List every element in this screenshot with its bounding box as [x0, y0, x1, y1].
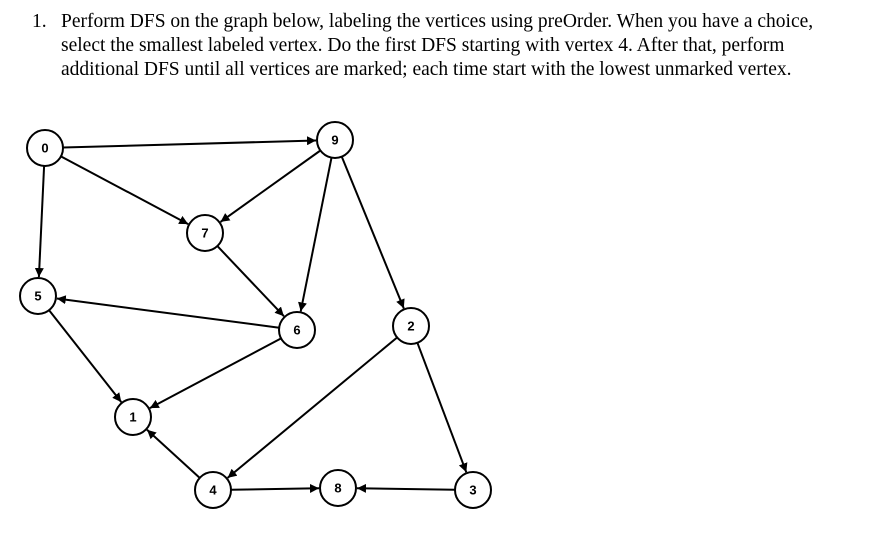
- edge-0-to-7: [60, 155, 189, 225]
- vertex-2: 2: [392, 307, 430, 345]
- vertex-circle: [114, 398, 152, 436]
- vertex-circle: [278, 311, 316, 349]
- vertex-9: 9: [316, 121, 354, 159]
- vertex-label: 1: [129, 410, 136, 425]
- vertex-label: 5: [34, 289, 41, 304]
- vertex-circle: [186, 214, 224, 252]
- vertex-3: 3: [454, 471, 492, 509]
- edge-9-to-2: [340, 156, 405, 309]
- vertex-label: 2: [407, 319, 414, 334]
- edge-4-to-1: [146, 429, 201, 479]
- vertex-circle: [319, 469, 357, 507]
- question-text: Perform DFS on the graph below, labeling…: [61, 10, 873, 82]
- vertex-8: 8: [319, 469, 357, 507]
- vertex-label: 8: [334, 481, 341, 496]
- vertex-circle: [392, 307, 430, 345]
- edge-7-to-6: [216, 245, 285, 317]
- question-line-3: additional DFS until all vertices are ma…: [61, 59, 792, 80]
- question-number: 1.: [32, 11, 47, 32]
- vertex-label: 0: [41, 141, 48, 156]
- vertex-label: 7: [201, 226, 208, 241]
- edge-9-to-6: [298, 157, 333, 312]
- question-line-1: Perform DFS on the graph below, labeling…: [61, 11, 814, 32]
- vertex-1: 1: [114, 398, 152, 436]
- edge-3-to-8: [356, 483, 456, 493]
- vertex-circle: [194, 471, 232, 509]
- edge-2-to-4: [226, 336, 398, 479]
- vertex-label: 6: [293, 323, 300, 338]
- edge-9-to-7: [219, 149, 321, 223]
- vertex-4: 4: [194, 471, 232, 509]
- vertex-label: 9: [331, 133, 338, 148]
- vertex-circle: [26, 129, 64, 167]
- edge-0-to-9: [62, 136, 317, 149]
- edge-6-to-5: [56, 295, 280, 329]
- vertex-circle: [19, 277, 57, 315]
- question-line-2: select the smallest labeled vertex. Do t…: [61, 35, 785, 56]
- vertex-7: 7: [186, 214, 224, 252]
- vertex-label: 3: [469, 483, 476, 498]
- edge-5-to-1: [48, 309, 123, 403]
- vertex-0: 0: [26, 129, 64, 167]
- edge-4-to-8: [230, 483, 320, 493]
- edge-6-to-1: [149, 337, 282, 409]
- vertex-6: 6: [278, 311, 316, 349]
- vertex-circle: [316, 121, 354, 159]
- edge-2-to-3: [416, 342, 468, 473]
- edge-0-to-5: [34, 165, 46, 278]
- vertex-circle: [454, 471, 492, 509]
- vertex-5: 5: [19, 277, 57, 315]
- vertex-label: 4: [209, 483, 217, 498]
